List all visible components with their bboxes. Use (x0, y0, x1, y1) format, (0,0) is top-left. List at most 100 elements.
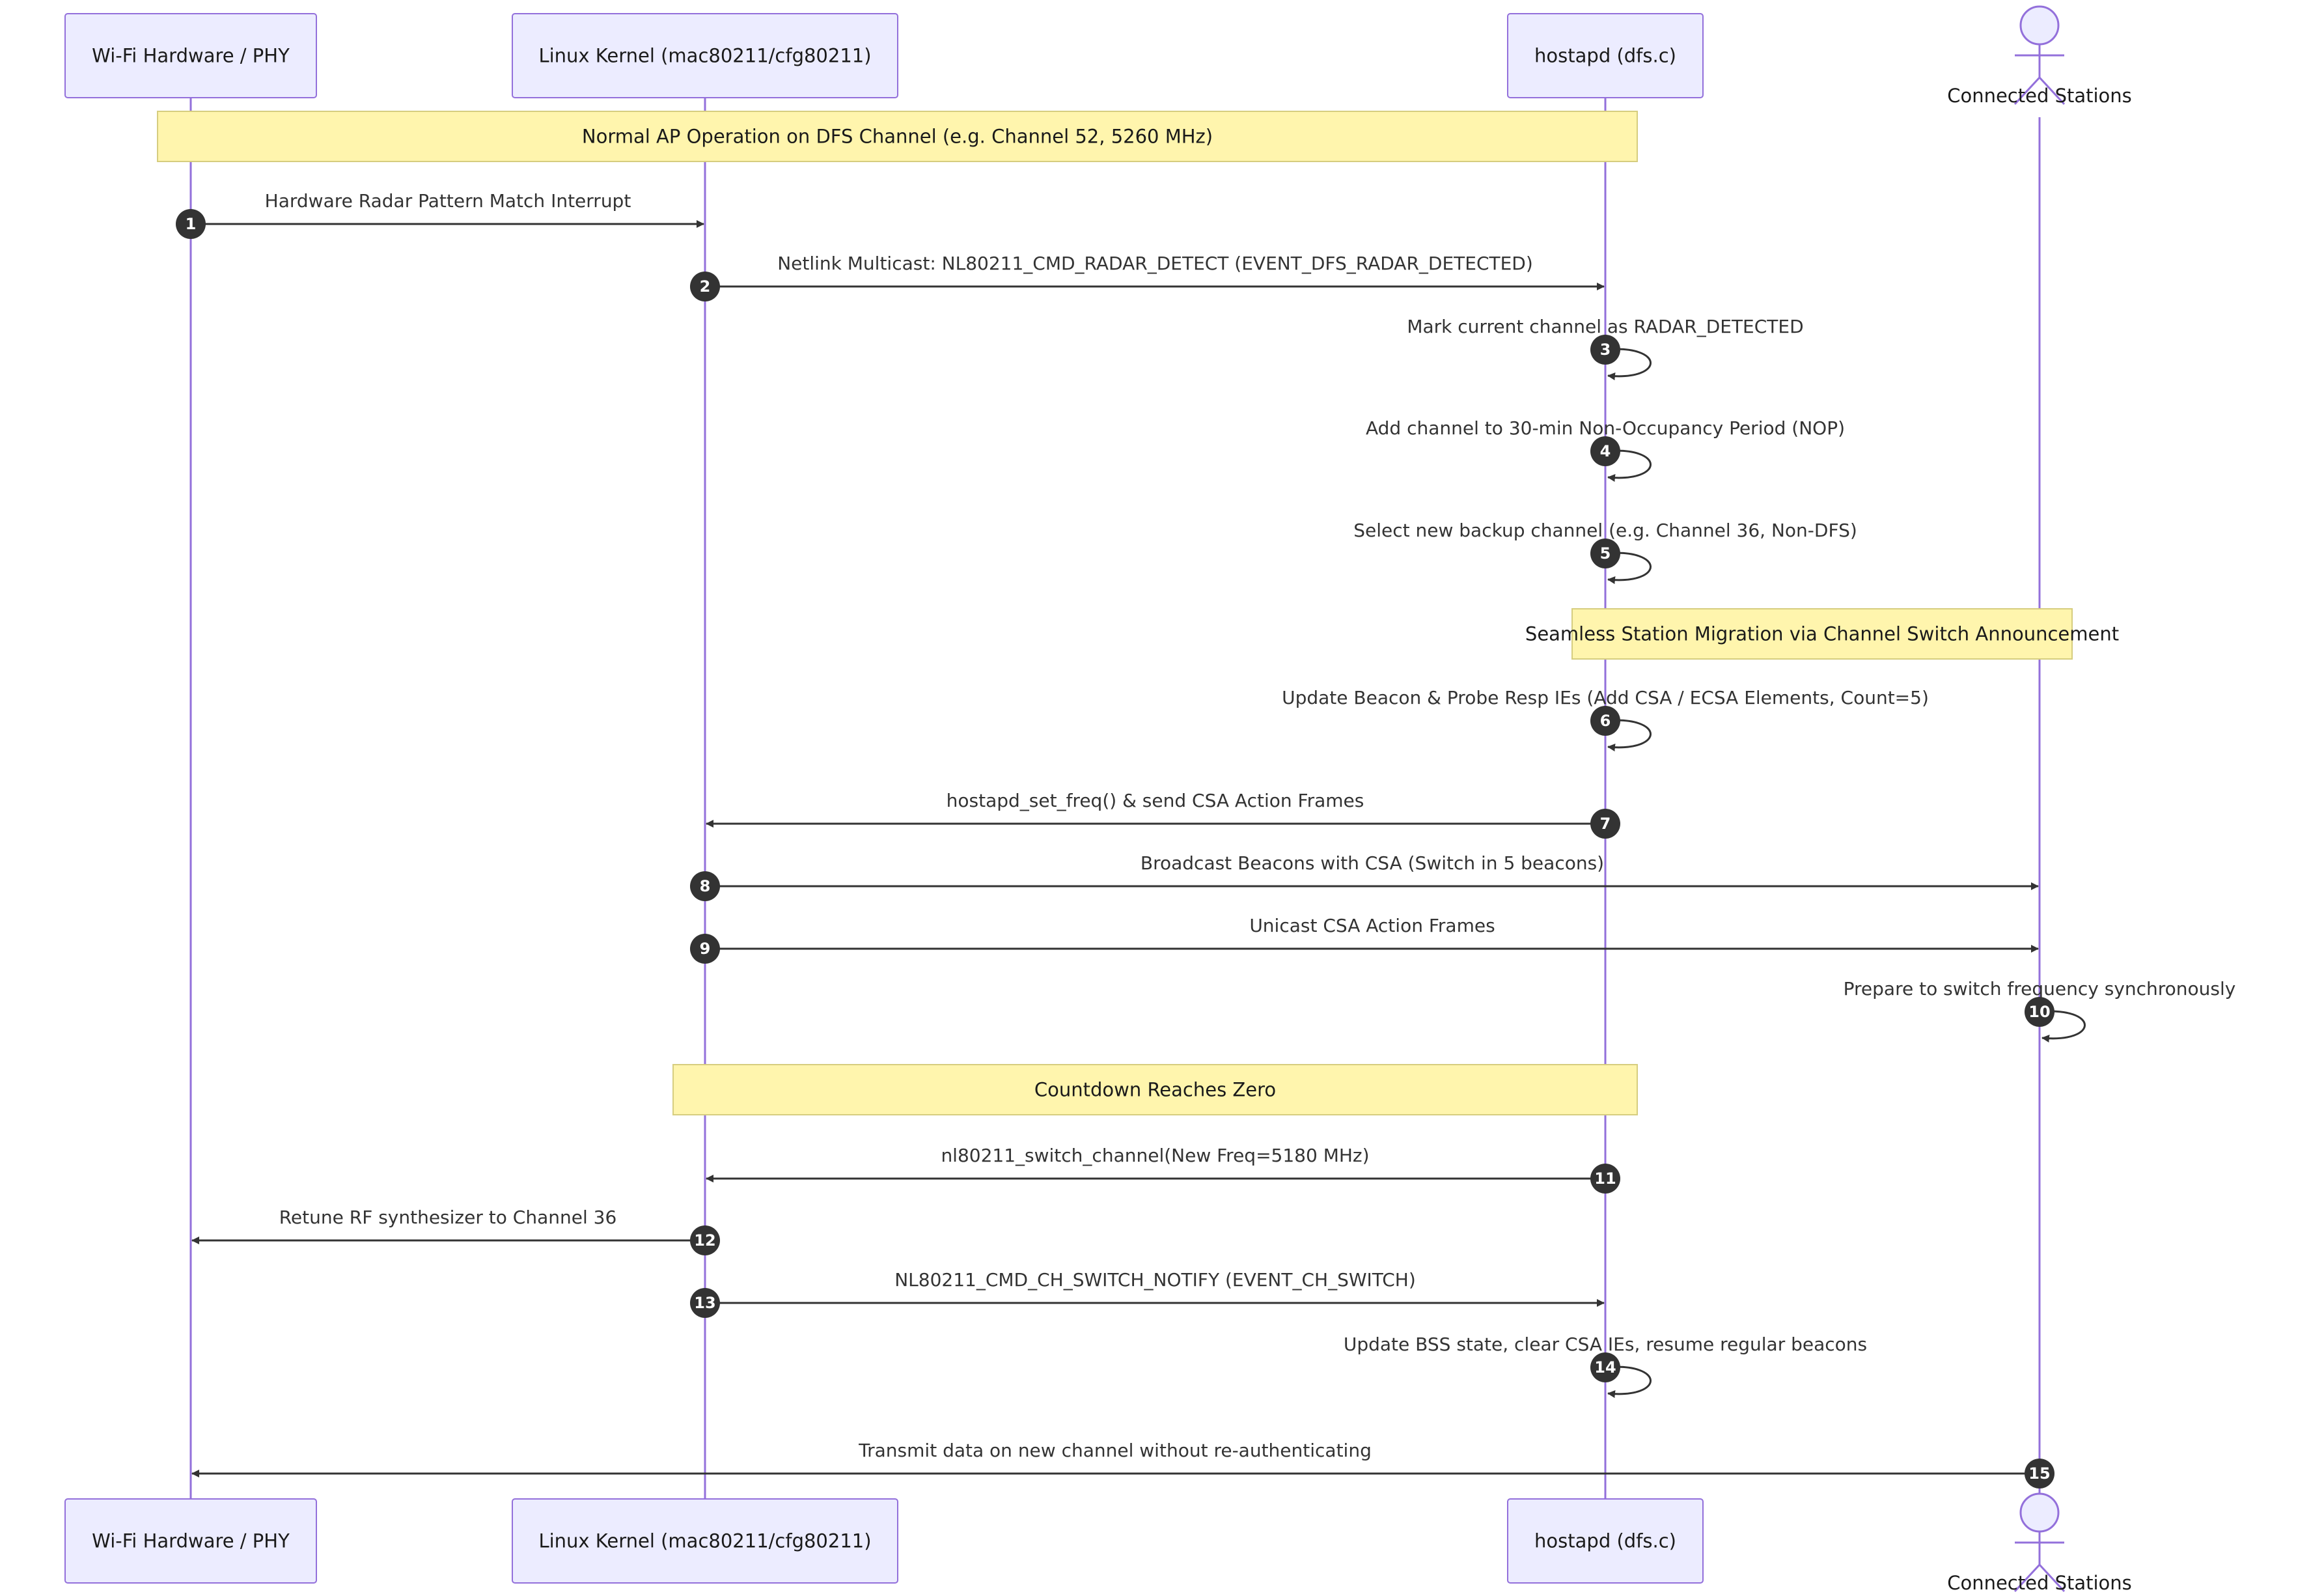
message-4: Add channel to 30-min Non-Occupancy Peri… (1366, 417, 1845, 482)
participant-box (64, 1498, 317, 1584)
note-box (1571, 608, 2073, 660)
participant-kernel: Linux Kernel (mac80211/cfg80211) (512, 13, 898, 98)
actor-icon (2013, 5, 2066, 105)
sequence-number-badge (2025, 1459, 2054, 1489)
message-label: Hardware Radar Pattern Match Interrupt (265, 190, 631, 212)
message-label: NL80211_CMD_CH_SWITCH_NOTIFY (EVENT_CH_S… (894, 1269, 1416, 1291)
participant-box (1507, 1498, 1704, 1584)
message-3: Mark current channel as RADAR_DETECTED 3 (1407, 316, 1804, 380)
participant-label: hostapd (dfs.c) (1534, 45, 1676, 67)
message-5: Select new backup channel (e.g. Channel … (1353, 520, 1857, 584)
message-15: Transmit data on new channel without re-… (191, 1440, 2054, 1489)
note: Countdown Reaches Zero (672, 1064, 1638, 1115)
sequence-number-badge (1590, 1352, 1620, 1382)
note: Seamless Station Migration via Channel S… (1525, 608, 2119, 660)
message-label: Prepare to switch frequency synchronousl… (1844, 978, 2236, 1000)
participant-hostapd: hostapd (dfs.c) (1507, 13, 1704, 98)
message-arrow (1605, 552, 1652, 584)
message-label: Retune RF synthesizer to Channel 36 (279, 1207, 617, 1228)
note-text: Countdown Reaches Zero (1034, 1079, 1276, 1101)
message-1: Hardware Radar Pattern Match Interrupt 1 (176, 190, 704, 239)
message-2: Netlink Multicast: NL80211_CMD_RADAR_DET… (690, 253, 1605, 301)
sequence-number-badge (690, 934, 720, 964)
participant-label: Linux Kernel (mac80211/cfg80211) (538, 45, 871, 67)
sequence-number: 8 (700, 877, 711, 895)
sequence-number: 4 (1600, 442, 1611, 460)
participant-label: Connected Stations (1947, 85, 2132, 107)
participant-box (1507, 13, 1704, 98)
note-text: Normal AP Operation on DFS Channel (e.g.… (582, 126, 1213, 148)
participant-label: Connected Stations (1947, 1572, 2132, 1594)
sequence-number: 9 (700, 940, 711, 958)
message-arrow (1605, 449, 1652, 482)
note-box (672, 1064, 1638, 1115)
sequence-number: 5 (1600, 544, 1611, 563)
sequence-number: 11 (1594, 1169, 1616, 1188)
message-label: Update BSS state, clear CSA IEs, resume … (1344, 1334, 1867, 1355)
message-label: Broadcast Beacons with CSA (Switch in 5 … (1141, 852, 1604, 874)
sequence-number: 15 (2028, 1464, 2050, 1483)
participant-label: Linux Kernel (mac80211/cfg80211) (538, 1530, 871, 1552)
message-9: Unicast CSA Action Frames 9 (690, 915, 2039, 964)
message-14: Update BSS state, clear CSA IEs, resume … (1344, 1334, 1867, 1398)
sequence-number: 12 (694, 1231, 715, 1250)
sequence-number-badge (690, 1288, 720, 1318)
participant-phy: Wi-Fi Hardware / PHY (64, 13, 317, 98)
sequence-number-badge (690, 272, 720, 301)
sequence-number: 14 (1594, 1358, 1616, 1377)
sequence-number: 10 (2028, 1003, 2050, 1021)
participant-box (512, 13, 898, 98)
participant-label: hostapd (dfs.c) (1534, 1530, 1676, 1552)
sequence-number-badge (176, 209, 206, 239)
sequence-number-badge (1590, 335, 1620, 365)
message-8: Broadcast Beacons with CSA (Switch in 5 … (690, 852, 2039, 901)
message-label: Transmit data on new channel without re-… (858, 1440, 1372, 1461)
sequence-number: 7 (1600, 815, 1611, 833)
participant-kernel: Linux Kernel (mac80211/cfg80211) (512, 1498, 898, 1584)
message-13: NL80211_CMD_CH_SWITCH_NOTIFY (EVENT_CH_S… (690, 1269, 1605, 1318)
sequence-number-badge (1590, 809, 1620, 839)
sequence-number-badge (1590, 436, 1620, 466)
message-arrow (2039, 1010, 2086, 1042)
participant-box (512, 1498, 898, 1584)
message-10: Prepare to switch frequency synchronousl… (1844, 978, 2236, 1042)
message-label: Select new backup channel (e.g. Channel … (1353, 520, 1857, 541)
actor-icon (2013, 1492, 2066, 1593)
message-label: Netlink Multicast: NL80211_CMD_RADAR_DET… (777, 253, 1533, 274)
message-12: Retune RF synthesizer to Channel 36 12 (191, 1207, 720, 1255)
message-label: hostapd_set_freq() & send CSA Action Fra… (947, 790, 1364, 811)
sequence-number-badge (1590, 538, 1620, 568)
sequence-number-badge (2025, 997, 2054, 1027)
participant-label: Wi-Fi Hardware / PHY (92, 45, 290, 67)
note-box (157, 111, 1638, 162)
participant-sta: Connected Stations (1947, 1492, 2132, 1594)
message-arrow (1605, 348, 1652, 380)
participant-hostapd: hostapd (dfs.c) (1507, 1498, 1704, 1584)
message-label: nl80211_switch_channel(New Freq=5180 MHz… (941, 1145, 1369, 1166)
sequence-number: 13 (694, 1294, 715, 1312)
participant-phy: Wi-Fi Hardware / PHY (64, 1498, 317, 1584)
message-arrow (1605, 719, 1652, 751)
sequence-number: 1 (186, 215, 197, 233)
sequence-number: 2 (700, 277, 711, 296)
message-label: Mark current channel as RADAR_DETECTED (1407, 316, 1803, 337)
message-label: Unicast CSA Action Frames (1249, 915, 1495, 936)
message-7: hostapd_set_freq() & send CSA Action Fra… (706, 790, 1620, 839)
participant-sta: Connected Stations (1947, 5, 2132, 107)
sequence-number-badge (1590, 706, 1620, 736)
sequence-number-badge (690, 1225, 720, 1255)
message-label: Add channel to 30-min Non-Occupancy Peri… (1366, 417, 1845, 439)
sequence-number: 3 (1600, 341, 1611, 359)
message-arrow (1605, 1365, 1652, 1398)
message-label: Update Beacon & Probe Resp IEs (Add CSA … (1282, 687, 1929, 708)
sequence-number-badge (1590, 1164, 1620, 1194)
sequence-number-badge (690, 871, 720, 901)
message-6: Update Beacon & Probe Resp IEs (Add CSA … (1282, 687, 1929, 751)
participant-box (64, 13, 317, 98)
note: Normal AP Operation on DFS Channel (e.g.… (157, 111, 1638, 162)
message-11: nl80211_switch_channel(New Freq=5180 MHz… (706, 1145, 1620, 1194)
participant-label: Wi-Fi Hardware / PHY (92, 1530, 290, 1552)
note-text: Seamless Station Migration via Channel S… (1525, 623, 2119, 645)
sequence-number: 6 (1600, 712, 1611, 730)
